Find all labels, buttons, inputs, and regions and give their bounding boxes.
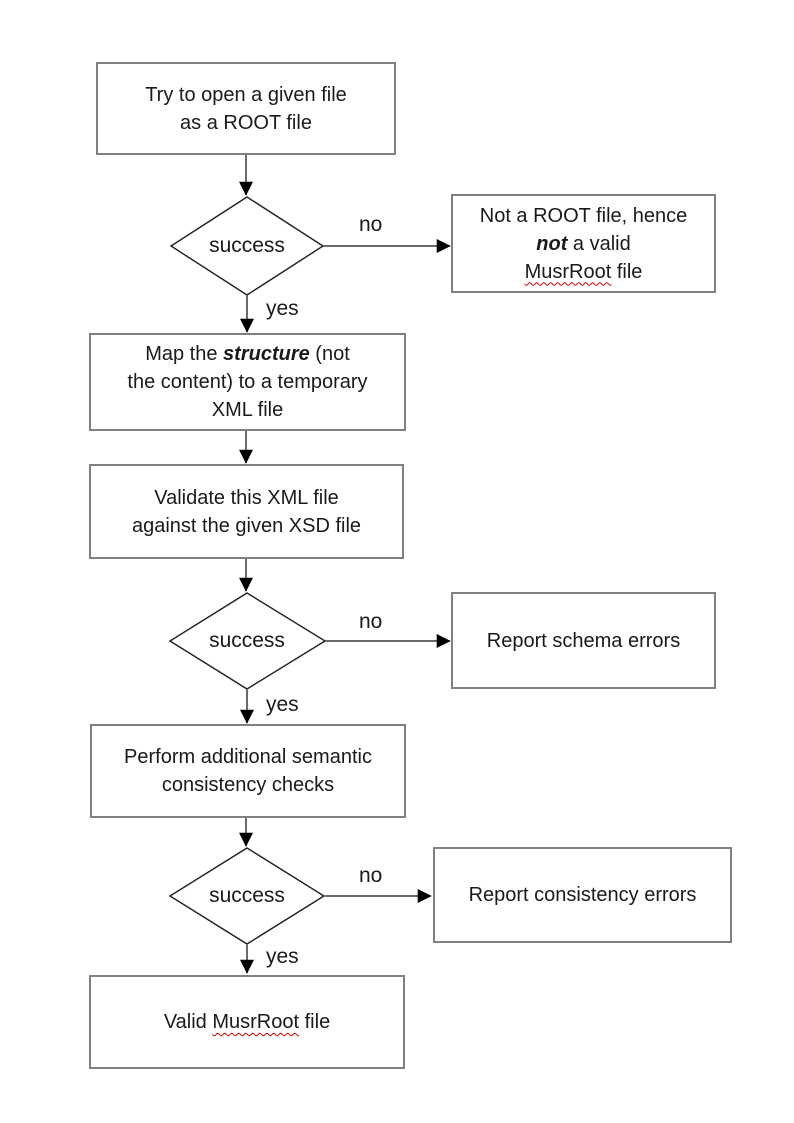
text-segment: XML file [211,399,284,421]
text-segment: as a ROOT file [180,111,312,134]
text-segment: (not [309,343,350,365]
text-segment: Report schema errors [486,629,681,652]
text-segment: file [611,260,643,283]
emphasized-text: structure [223,343,310,365]
emphasized-text: not [536,232,568,255]
node-text: Try to open a given file as a ROOT file [145,81,347,137]
node-validate-xml-against-xsd: Validate this XML file against the given … [89,464,404,559]
decision3-label: success [209,884,285,907]
node-text: Report consistency errors [469,881,697,909]
text-segment: Not a ROOT file, hence [479,204,688,227]
text-segment: Validate this XML file [154,486,339,509]
node-semantic-consistency-checks: Perform additional semantic consistency c… [90,724,406,818]
node-text: Map the structure (not the content) to a … [127,340,367,424]
node-map-structure-to-xml: Map the structure (not the content) to a … [89,333,406,431]
text-segment: Perform additional semantic [124,746,372,768]
text-segment: Map the [145,343,224,365]
spellcheck-underlined-text: MusrRoot [212,1011,300,1033]
node-text: Perform additional semantic consistency c… [124,743,372,799]
edge-label-no-2: no [359,610,383,633]
text-segment: against the given XSD file [131,514,362,537]
node-text: Validate this XML file against the given … [132,484,361,540]
text-segment: Valid [163,1011,213,1033]
edge-label-no-3: no [359,864,383,887]
edge-label-yes-3: yes [266,945,299,968]
text-segment: a valid [567,232,631,255]
text-segment: the content) to a temporary [127,371,368,393]
edge-label-no-1: no [359,213,383,236]
node-text: Valid MusrRoot file [164,1008,330,1036]
edge-label-yes-2: yes [266,693,299,716]
node-try-open-root-file: Try to open a given file as a ROOT file [96,62,396,155]
edge-label-yes-1: yes [266,297,299,320]
text-segment: consistency checks [161,774,335,796]
text-segment: Try to open a given file [145,83,347,106]
node-text: Report schema errors [487,627,680,655]
decision2-label: success [209,629,285,652]
spellcheck-underlined-text: MusrRoot [524,260,612,283]
text-segment: Report consistency errors [468,884,697,906]
node-report-consistency-errors: Report consistency errors [433,847,732,943]
node-valid-musrroot-file: Valid MusrRoot file [89,975,405,1069]
decision1-label: success [209,234,285,257]
node-report-schema-errors: Report schema errors [451,592,716,689]
text-segment: file [299,1011,331,1033]
